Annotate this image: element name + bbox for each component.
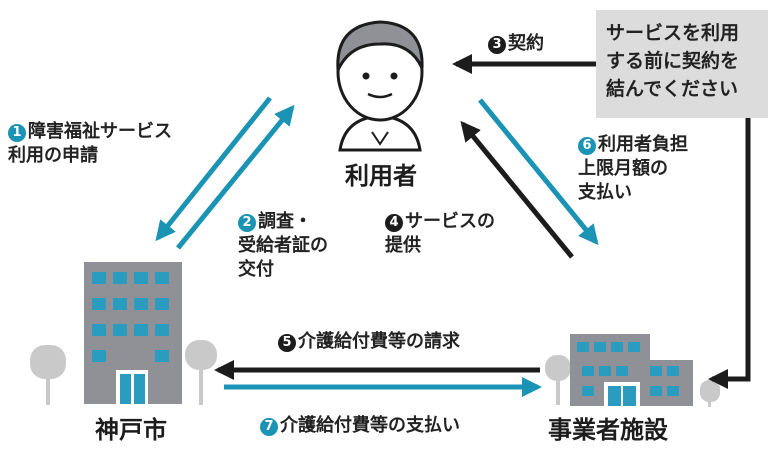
contract-reminder-note: サービスを利用 する前に契約を 結んでください	[596, 10, 768, 118]
step-3-text: 契約	[508, 33, 544, 54]
arrow-note-to-provider	[708, 118, 751, 389]
step-1-number: 1	[8, 124, 26, 142]
step-4-number: 4	[385, 214, 403, 232]
step-4-text: サービスの 提供	[385, 211, 495, 256]
step-7-text: 介護給付費等の支払い	[280, 415, 460, 436]
arrow-step2	[176, 104, 295, 250]
step-2-number: 2	[238, 214, 256, 232]
provider-building-icon	[545, 334, 720, 407]
city-building-icon	[30, 262, 217, 405]
arrow-step6	[478, 98, 599, 246]
arrow-step4	[460, 120, 574, 259]
provider-label: 事業者施設	[548, 416, 668, 444]
user-label: 利用者	[345, 162, 417, 190]
step-5-number: 5	[278, 334, 296, 352]
arrow-step1	[155, 96, 272, 242]
step-1-text: 障害福祉サービス 利用の申請	[8, 121, 172, 166]
step-6-number: 6	[578, 137, 596, 155]
city-label: 神戸市	[95, 416, 167, 444]
note-text: サービスを利用 する前に契約を 結んでください	[606, 22, 740, 100]
step-2-text: 調査・ 受給者証の 交付	[238, 211, 328, 280]
step-6-text: 利用者負担 上限月額の 支払い	[578, 134, 688, 203]
person-icon	[336, 20, 424, 152]
step-5-text: 介護給付費等の請求	[298, 331, 460, 352]
step-3-number: 3	[488, 36, 506, 54]
step-7-number: 7	[260, 418, 278, 436]
